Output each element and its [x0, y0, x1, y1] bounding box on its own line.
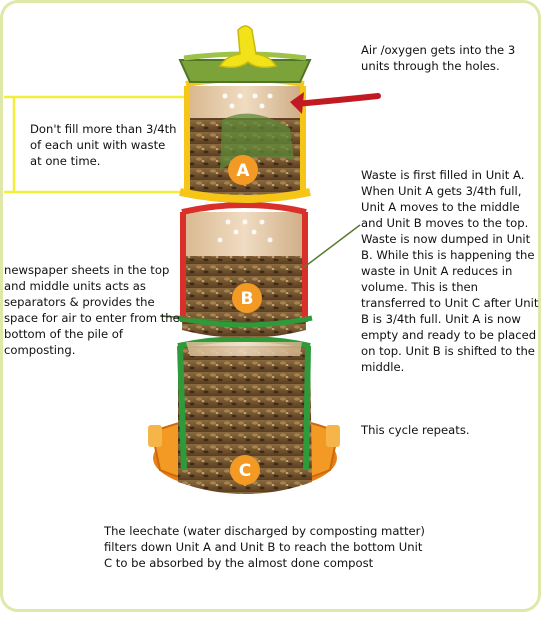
process-description: Waste is first filled in Unit A. When Un… — [361, 168, 539, 374]
unit-b — [177, 202, 313, 338]
air-holes-note: Air /oxygen gets into the 3 units throug… — [361, 43, 516, 73]
unit-c — [177, 336, 312, 494]
svg-text:B: B — [241, 289, 254, 309]
unit-a — [179, 76, 311, 203]
svg-text:A: A — [236, 161, 250, 181]
newspaper-note: newspaper sheets in the top and middle u… — [4, 263, 180, 357]
svg-text:C: C — [239, 461, 251, 481]
air-arrow — [290, 92, 381, 114]
lid-handle — [218, 25, 278, 69]
pointer-lines — [159, 224, 361, 322]
unit-label-a: A — [228, 155, 258, 185]
fill-limit-note: Don't fill more than 3/4th of each unit … — [30, 122, 177, 168]
leechate-note: The leechate (water discharged by compos… — [104, 524, 425, 570]
diagram-frame — [0, 0, 541, 612]
unit-label-c: C — [230, 455, 260, 485]
unit-label-b: B — [232, 283, 262, 313]
cycle-note: This cycle repeats. — [361, 423, 470, 437]
fill-level-guide — [4, 95, 186, 194]
